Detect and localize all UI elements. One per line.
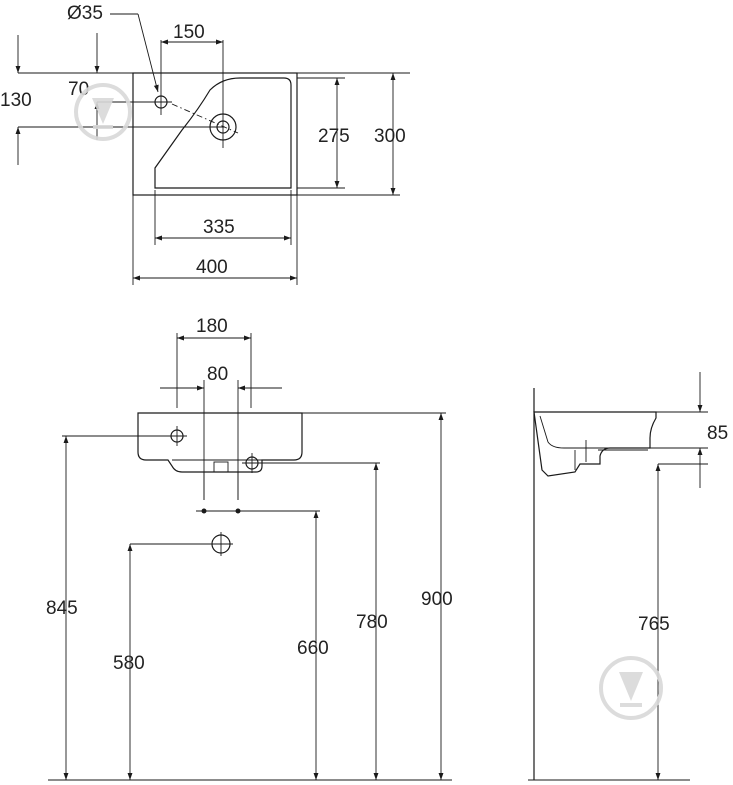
drain-inner-top <box>216 120 230 134</box>
top-view: Ø35 150 130 70 275 300 335 400 <box>0 3 410 285</box>
trap-connector <box>213 461 229 473</box>
watermark-logo-icon <box>599 656 663 720</box>
dim-150-label: 150 <box>173 22 205 43</box>
dim-80-label: 80 <box>207 364 228 385</box>
dim-85-label: 85 <box>707 423 728 444</box>
dim-845-label: 845 <box>46 598 78 619</box>
inner-bowl-top <box>154 77 292 189</box>
dim-765-label: 765 <box>638 614 670 635</box>
dim-130-label: 130 <box>0 90 32 111</box>
dim-660-label: 660 <box>297 638 329 659</box>
watermark-logo-icon <box>74 83 132 141</box>
drain-outer-top <box>209 113 237 141</box>
dim-335-label: 335 <box>203 217 235 238</box>
inner-bowl-side <box>539 415 645 449</box>
basin-outline-side <box>533 411 657 477</box>
dim-400-label: 400 <box>196 257 228 278</box>
dim-300-label: 300 <box>374 126 406 147</box>
dim-275-label: 275 <box>318 126 350 147</box>
dim-900-label: 900 <box>421 589 453 610</box>
dim-180-label: 180 <box>196 316 228 337</box>
side-view: 85 765 <box>528 372 728 781</box>
dim-580-label: 580 <box>113 653 145 674</box>
dim-diameter-label: Ø35 <box>67 3 103 24</box>
basin-outline-front <box>137 412 303 473</box>
front-view: 180 80 845 580 660 780 900 <box>46 316 453 781</box>
dim-780-label: 780 <box>356 612 388 633</box>
